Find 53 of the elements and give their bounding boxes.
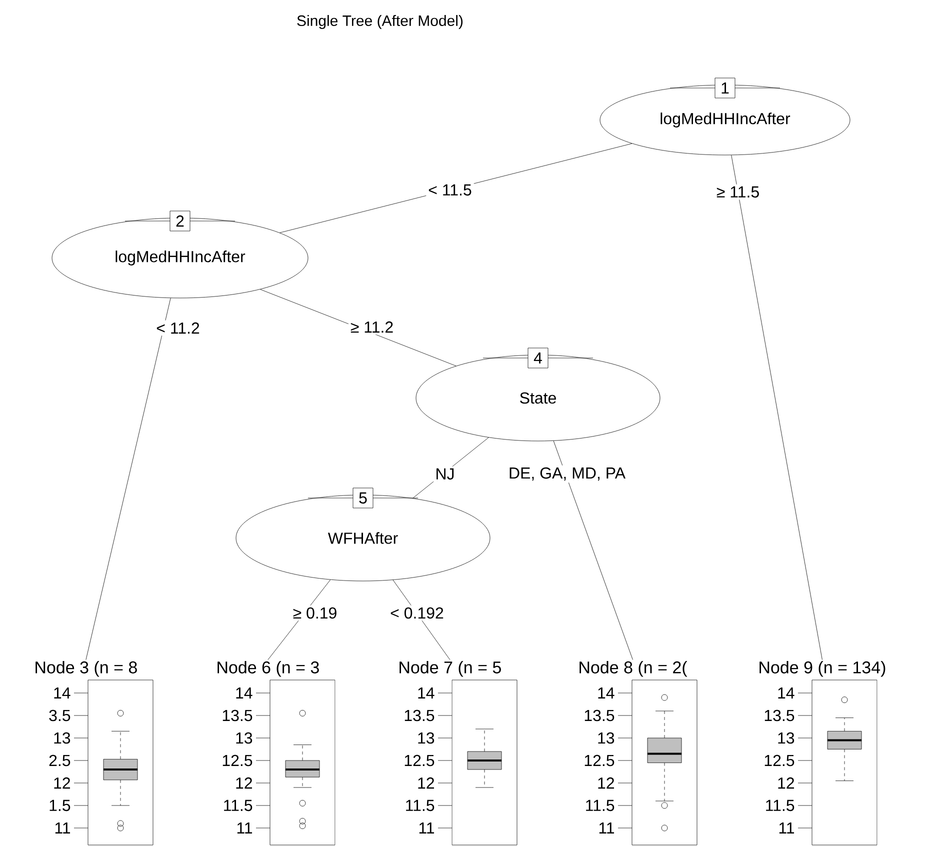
- tick-label: 12.5: [222, 754, 252, 766]
- tick-label: 13: [54, 732, 70, 744]
- edge-label: < 0.192: [388, 605, 446, 621]
- branch-line: [553, 440, 633, 660]
- edge-label: ≥ 0.19: [290, 605, 340, 621]
- tick-label: 11: [779, 822, 794, 834]
- tick-label: 13: [418, 732, 434, 744]
- tick-label: 3.5: [49, 710, 70, 722]
- tick-label: 11: [237, 822, 252, 834]
- node-label: Node 8 (n = 2(: [580, 660, 688, 677]
- tick-label: 11.5: [224, 800, 252, 812]
- node-label: Node 7 (n = 5: [400, 660, 501, 677]
- branch-line: [731, 154, 822, 660]
- tick-label: 14: [418, 688, 434, 698]
- tick-label: 11: [55, 822, 70, 834]
- tick-label: 13.5: [222, 710, 252, 722]
- tick-label: 12: [418, 777, 434, 789]
- tick-label: 14: [598, 688, 614, 698]
- tick-label: 2.5: [49, 754, 70, 766]
- tick-label: 14: [778, 688, 794, 698]
- tick-label: 13.5: [764, 710, 794, 722]
- node-label: Node 6 (n = 3: [218, 660, 319, 677]
- tick-label: 12.5: [584, 754, 614, 766]
- tick-label: 1.5: [50, 800, 70, 812]
- branch-line: [86, 298, 171, 660]
- edge-label: ≥ 11.2: [348, 319, 396, 335]
- tick-label: 13: [236, 732, 252, 744]
- tick-label: 11.5: [766, 800, 794, 812]
- tick-label: 12: [236, 777, 252, 789]
- title: Single Tree (After Model): [297, 15, 463, 29]
- edge-label: DE, GA, MD, PA: [506, 465, 628, 483]
- edge-label: ≥ 11.5: [714, 184, 762, 200]
- tick-label: 14: [236, 688, 252, 698]
- edge-label: NJ: [433, 466, 457, 482]
- branch-line: [412, 437, 489, 498]
- tick-label: 13.5: [584, 710, 614, 722]
- tick-label: 13.5: [404, 710, 434, 722]
- tick-label: 12: [54, 777, 70, 789]
- tick-label: 12.5: [764, 754, 794, 766]
- tick-label: 12.5: [404, 754, 434, 766]
- tick-label: 11: [599, 822, 614, 834]
- tick-label: 11: [419, 822, 434, 834]
- tick-label: 13: [598, 732, 614, 744]
- tick-label: 11.5: [586, 800, 614, 812]
- tick-label: 14: [54, 688, 70, 698]
- edge-label: < 11.2: [154, 320, 202, 336]
- edge-label: < 11.5: [426, 182, 474, 198]
- tick-label: 11.5: [406, 800, 434, 812]
- node-label: Node 3 (n = 8: [36, 660, 137, 677]
- node-label: Node 9 (n = 134): [760, 660, 886, 677]
- tick-label: 12: [778, 777, 794, 789]
- tick-label: 13: [778, 732, 794, 744]
- tick-label: 12: [598, 777, 614, 789]
